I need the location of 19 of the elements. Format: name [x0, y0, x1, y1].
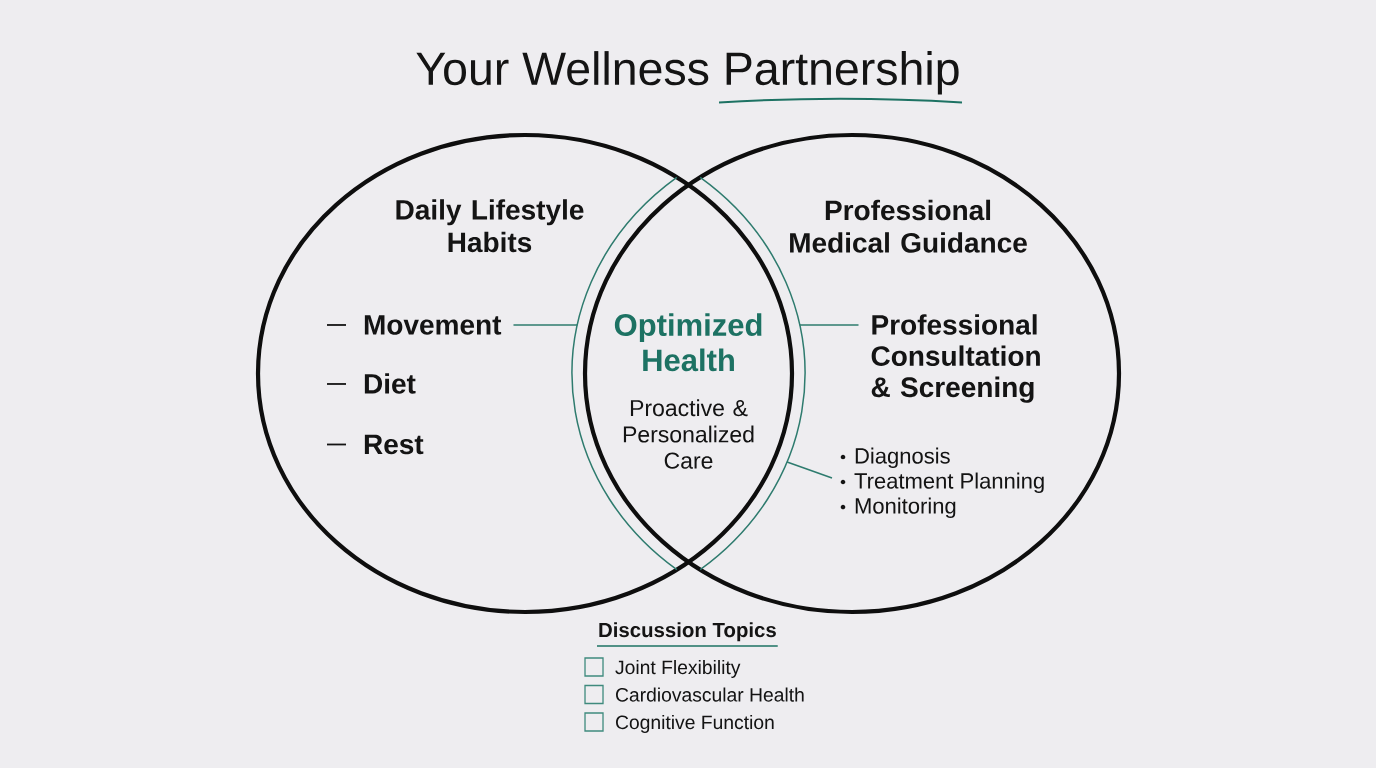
heading: Professional Medical Guidance [790, 199, 1027, 253]
connector-line [786, 461, 833, 479]
heading: Daily Lifestyle Habits [396, 199, 584, 253]
list-item: Diet [364, 373, 416, 394]
connector-line [798, 324, 860, 326]
heading: Discussion Topics [599, 622, 776, 642]
heading: Professional Consultation & Screening [871, 314, 1040, 403]
list-item: Diagnosis [855, 447, 950, 469]
checklist-item: Cardiovascular Health [616, 687, 804, 702]
heading: Optimized Health [614, 313, 762, 372]
list-item: Treatment Planning [854, 472, 1044, 494]
checklist-item: Cognitive Function [616, 715, 774, 733]
list-item: Monitoring [855, 497, 956, 519]
title: Your Wellness Partnership [416, 51, 959, 95]
list-item: Rest [364, 434, 424, 455]
list-item: Movement [364, 315, 502, 335]
connector-line [512, 324, 579, 326]
checklist-item: Joint Flexibility [615, 660, 741, 678]
body-text: Proactive & Personalized Care [623, 399, 754, 469]
